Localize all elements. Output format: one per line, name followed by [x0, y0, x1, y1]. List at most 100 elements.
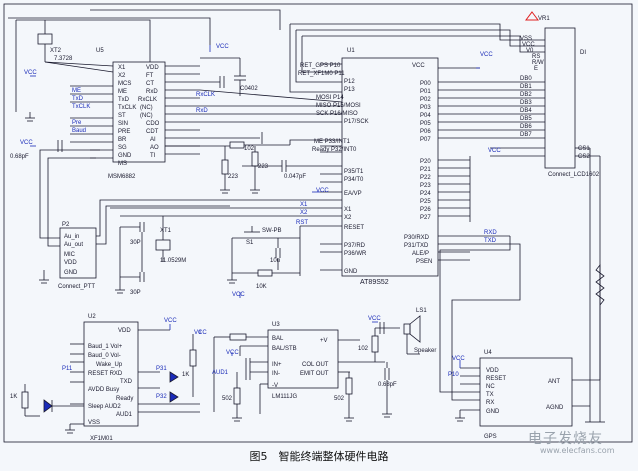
- r1k-b-label: 1K: [182, 372, 189, 378]
- svg-text:ALE/P: ALE/P: [412, 251, 429, 257]
- svg-text:P04: P04: [420, 113, 431, 119]
- u1-part: AT89S52: [360, 279, 389, 286]
- svg-text:P20: P20: [420, 159, 431, 165]
- svg-text:RxD: RxD: [146, 89, 158, 95]
- svg-text:EA/VP: EA/VP: [344, 191, 362, 197]
- u5-chip: [112, 61, 166, 163]
- svg-text:VCC: VCC: [480, 52, 493, 58]
- svg-text:-V: -V: [272, 383, 278, 389]
- svg-text:RESET: RESET: [486, 376, 506, 382]
- svg-text:P22: P22: [420, 175, 431, 181]
- svg-text:VCC: VCC: [226, 350, 239, 356]
- svg-text:Sleep AUD2: Sleep AUD2: [88, 404, 121, 410]
- svg-text:VCC: VCC: [232, 292, 245, 298]
- svg-text:DB5: DB5: [520, 116, 532, 122]
- svg-text:RX: RX: [486, 400, 494, 406]
- c30p-a-label: 30P: [130, 240, 141, 246]
- svg-text:VCC: VCC: [194, 330, 207, 336]
- svg-text:GND: GND: [118, 153, 132, 159]
- svg-text:X1: X1: [118, 65, 126, 71]
- svg-text:COL OUT: COL OUT: [302, 362, 329, 368]
- svg-text:(NC): (NC): [140, 105, 153, 111]
- svg-text:RESET RXD: RESET RXD: [88, 371, 123, 377]
- svg-text:DB1: DB1: [520, 84, 532, 90]
- svg-text:DB4: DB4: [520, 108, 532, 114]
- svg-text:SCK P16/MISO: SCK P16/MISO: [316, 111, 358, 117]
- net-rxd: RxD: [196, 108, 208, 114]
- svg-text:PRE: PRE: [118, 129, 130, 135]
- svg-text:DB7: DB7: [520, 132, 532, 138]
- sw-pb-label: SW-PB: [262, 228, 282, 234]
- svg-text:P37/RD: P37/RD: [344, 243, 366, 249]
- u4-ref: U4: [484, 350, 492, 356]
- svg-text:VDD: VDD: [118, 328, 131, 334]
- svg-text:DB6: DB6: [520, 124, 532, 130]
- u1-chip: [341, 57, 439, 277]
- lcd-ref: DI: [580, 50, 586, 56]
- svg-text:P00: P00: [420, 81, 431, 87]
- svg-text:CS2: CS2: [578, 154, 590, 160]
- svg-text:VDD: VDD: [486, 368, 499, 374]
- p2-ref: P2: [62, 222, 70, 228]
- svg-text:P02: P02: [420, 97, 431, 103]
- svg-text:P12: P12: [344, 79, 355, 85]
- svg-text:VCC: VCC: [24, 70, 37, 76]
- svg-text:Au_out: Au_out: [64, 242, 83, 248]
- u5-ref: U5: [96, 48, 104, 54]
- svg-text:MISO P15/MOSI: MISO P15/MOSI: [316, 103, 361, 109]
- svg-text:SG: SG: [118, 145, 127, 151]
- net-p10: P10: [448, 372, 459, 378]
- svg-text:X1: X1: [344, 207, 352, 213]
- c047-label: 0.047pF: [284, 174, 306, 180]
- r502b-label: 502: [334, 396, 345, 402]
- svg-text:BR: BR: [118, 137, 127, 143]
- u1-right-pin-labels: VCC P00 P01 P02 P03 P04 P05 P06 P07 P20 …: [404, 63, 432, 265]
- r10k-label: 10K: [256, 284, 267, 290]
- schematic-diagram: XT2 7.3728 U5 MSM6882 X1 X2 MCS ME TxD T…: [3, 3, 633, 443]
- u5-right-pin-labels: VDD FT CT RxD RxCLK (NC) (NC) CDO CDT AI…: [138, 65, 160, 159]
- xt2-frequency: 7.3728: [54, 56, 73, 62]
- c068pf-label: 0.68pF: [10, 154, 29, 160]
- p2-pin-labels: Au_in Au_out MIC VDD GND: [64, 234, 83, 276]
- svg-text:BAL: BAL: [272, 336, 284, 342]
- net-rst-label: RST: [296, 220, 308, 226]
- svg-text:E: E: [534, 66, 538, 72]
- svg-text:VCC: VCC: [20, 140, 33, 146]
- svg-text:Ready: Ready: [116, 396, 133, 402]
- watermark-brand: 电子发烧友: [528, 431, 603, 447]
- svg-text:VDD: VDD: [146, 65, 159, 71]
- svg-text:GND: GND: [344, 269, 358, 275]
- svg-text:PSEN: PSEN: [416, 259, 432, 265]
- svg-text:SIN: SIN: [118, 121, 128, 127]
- svg-text:P05: P05: [420, 121, 431, 127]
- svg-text:MIC: MIC: [64, 252, 76, 258]
- svg-text:P26: P26: [420, 207, 431, 213]
- net-txd-label: TXD: [484, 238, 497, 244]
- u2-chip: [83, 321, 139, 427]
- svg-text:BAL/STB: BAL/STB: [272, 346, 297, 352]
- p2-part: Connect_PTT: [58, 284, 95, 290]
- svg-text:P13: P13: [344, 87, 355, 93]
- net-txd: TxD: [72, 96, 84, 102]
- u2-left-pin-labels: Baud_1 Vol+ Baud_0 Vol- Wake_Up RESET RX…: [88, 344, 123, 426]
- svg-text:CDT: CDT: [146, 129, 159, 135]
- svg-text:ANT: ANT: [548, 379, 560, 385]
- c068pf-b-label: 0.68pF: [378, 382, 397, 388]
- svg-text:TX: TX: [486, 392, 494, 398]
- xt2-label: XT2: [50, 48, 62, 54]
- svg-text:ST: ST: [118, 113, 126, 119]
- svg-text:P27: P27: [420, 215, 431, 221]
- svg-text:V0: V0: [526, 48, 534, 54]
- svg-text:ME P33/INT1: ME P33/INT1: [314, 139, 351, 145]
- svg-text:EMIT OUT: EMIT OUT: [300, 371, 329, 377]
- svg-text:GND: GND: [64, 270, 78, 276]
- svg-text:Au_in: Au_in: [64, 234, 79, 240]
- svg-text:X2: X2: [118, 73, 126, 79]
- svg-text:CDO: CDO: [146, 121, 160, 127]
- speaker-label: Speaker: [414, 348, 436, 354]
- net-p11: P11: [62, 366, 73, 372]
- svg-text:P17/SCK: P17/SCK: [344, 119, 369, 125]
- svg-text:X2: X2: [344, 215, 352, 221]
- svg-text:P21: P21: [420, 167, 431, 173]
- svg-text:GND: GND: [486, 409, 500, 415]
